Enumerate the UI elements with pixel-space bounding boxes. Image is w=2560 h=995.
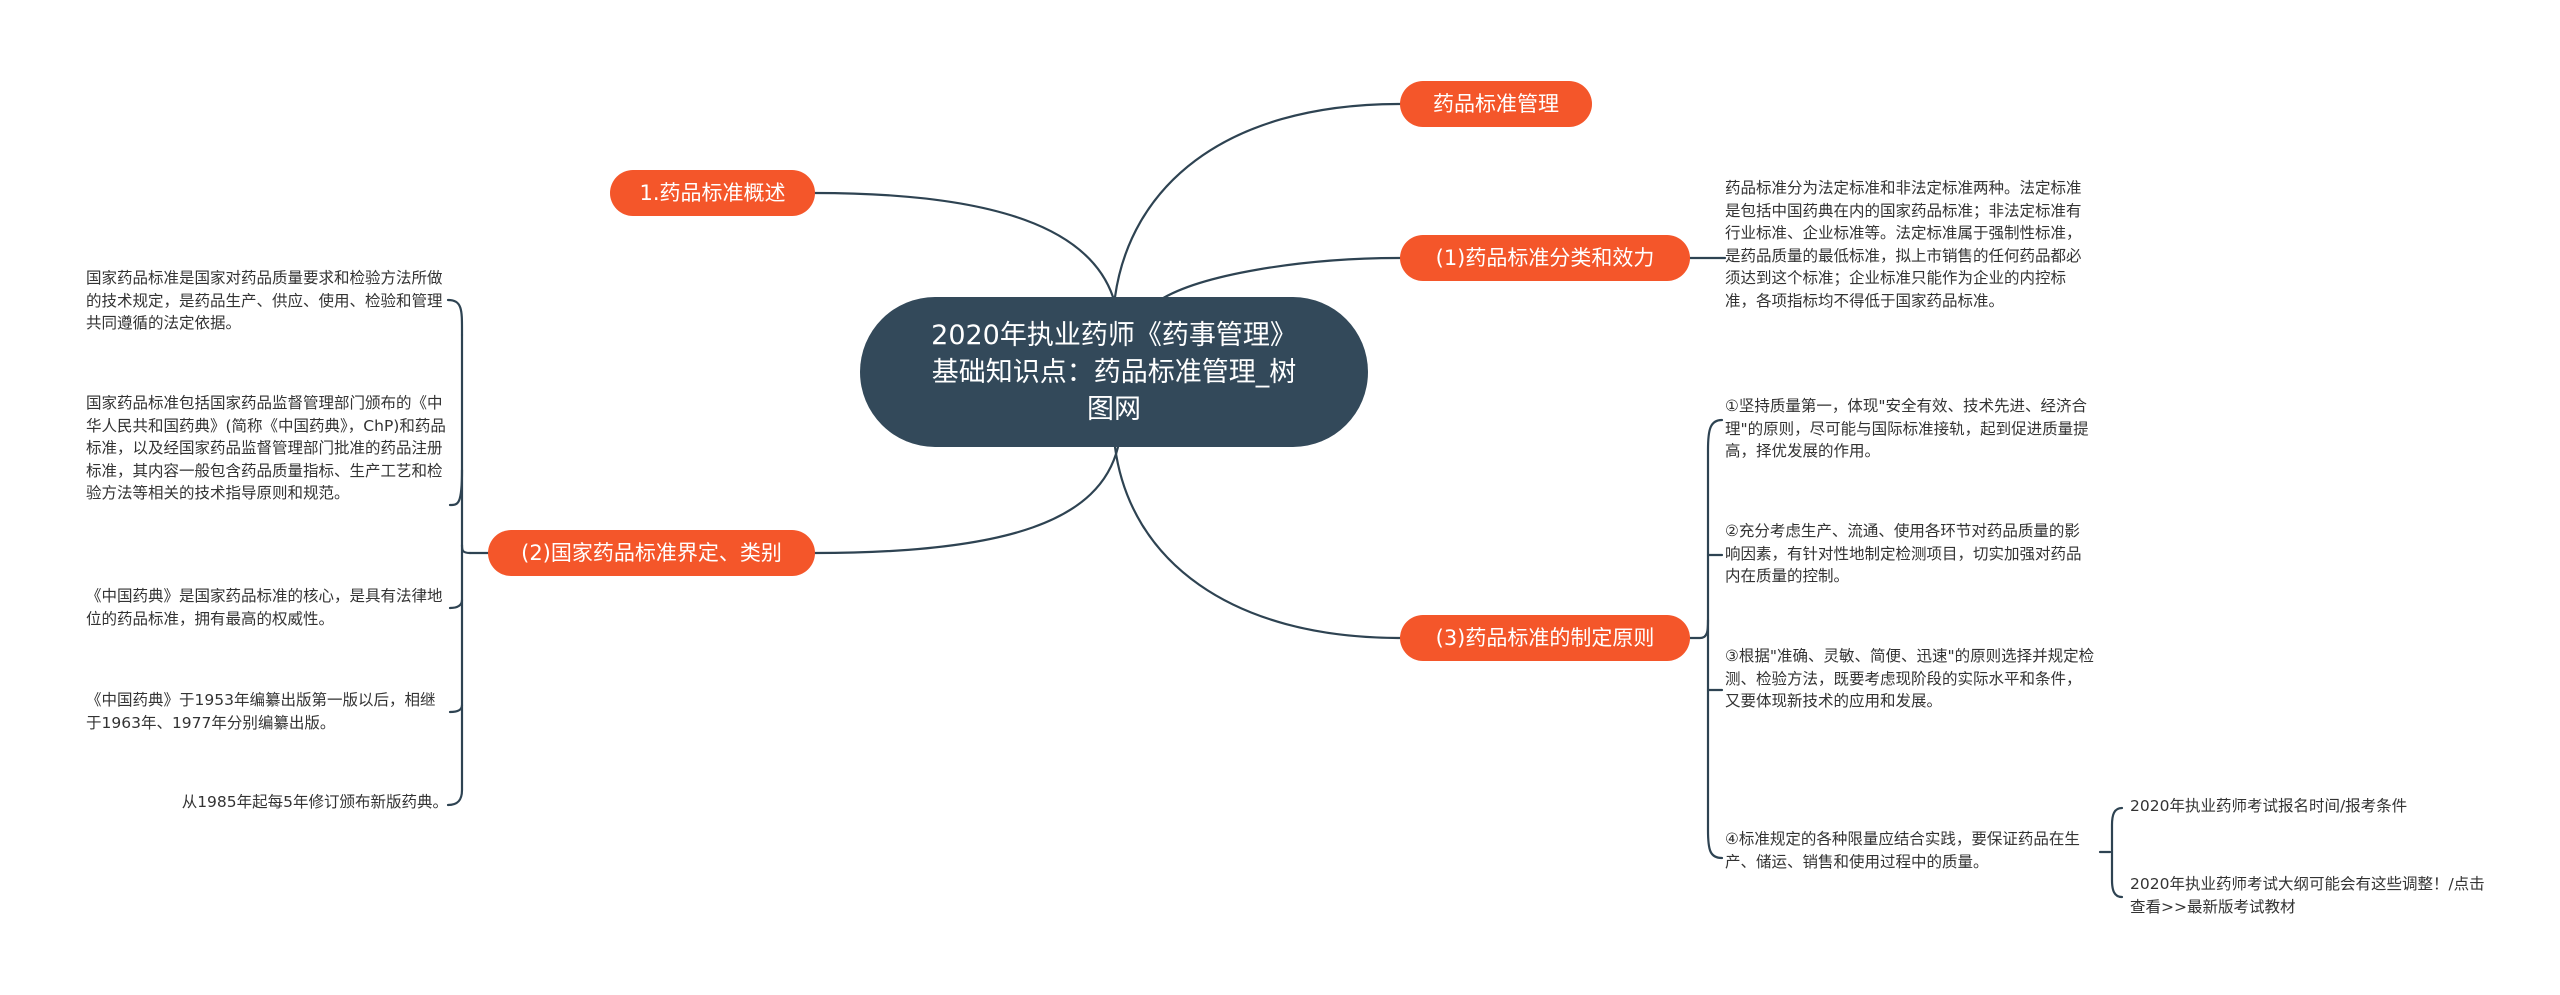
note-principle-1: ①坚持质量第一，体现"安全有效、技术先进、经济合理"的原则，尽可能与国际标准接轨… [1725,397,2089,460]
note-definition-2: 国家药品标准包括国家药品监督管理部门颁布的《中华人民共和国药典》(简称《中国药典… [86,394,446,502]
note-principle-2: ②充分考虑生产、流通、使用各环节对药品质量的影响因素，有针对性地制定检测项目，切… [1725,522,2082,585]
note-principle-4: ④标准规定的各种限量应结合实践，要保证药品在生产、储运、销售和使用过程中的质量。 [1725,830,2080,871]
edge-definition-tick-4 [448,703,464,714]
edge-definition-tick-3 [448,598,464,610]
note-definition-5: 从1985年起每5年修订颁布新版药典。 [181,793,448,811]
link-exam-syllabus[interactable]: 2020年执业药师考试大纲可能会有这些调整！/点击查看>>最新版考试教材 [2130,875,2485,916]
note-definition-1: 国家药品标准是国家对药品质量要求和检验方法所做的技术规定，是药品生产、供应、使用… [86,269,443,332]
branch-classification[interactable]: (1)药品标准分类和效力 [1400,235,1690,281]
branch-overview[interactable]: 1.药品标准概述 [610,170,815,216]
branch-definition[interactable]: (2)国家药品标准界定、类别 [488,530,815,576]
edge-center-definition [813,445,1120,555]
edge-definition-tick-2 [448,468,464,507]
edge-links-bracket [2098,806,2124,899]
note-principle-3: ③根据"准确、灵敏、简便、迅速"的原则选择并规定检测、检验方法，既要考虑现阶段的… [1725,647,2095,710]
link-exam-registration[interactable]: 2020年执业药师考试报名时间/报考条件 [2130,797,2408,815]
note-classification: 药品标准分为法定标准和非法定标准两种。法定标准是包括中国药典在内的国家药品标准；… [1725,179,2082,310]
edge-center-classification [1158,256,1402,302]
edge-principles-bracket [1706,418,1724,860]
edge-center-overview [813,191,1115,299]
edge-definition-join [460,543,472,555]
edge-definition-bracket [446,298,490,807]
branch-principles[interactable]: (3)药品标准的制定原则 [1400,615,1690,661]
edge-center-management [1113,102,1402,299]
central-topic[interactable]: 2020年执业药师《药事管理》基础知识点：药品标准管理_树图网 [860,297,1368,447]
central-topic-label: 2020年执业药师《药事管理》基础知识点：药品标准管理_树图网 [931,319,1297,425]
edge-center-principles [1113,445,1402,640]
note-definition-3: 《中国药典》是国家药品标准的核心，是具有法律地位的药品标准，拥有最高的权威性。 [86,587,443,628]
edge-principles-join [1688,618,1710,640]
note-definition-4: 《中国药典》于1953年编纂出版第一版以后，相继于1963年、1977年分别编纂… [86,691,436,732]
branch-management[interactable]: 药品标准管理 [1400,81,1592,127]
